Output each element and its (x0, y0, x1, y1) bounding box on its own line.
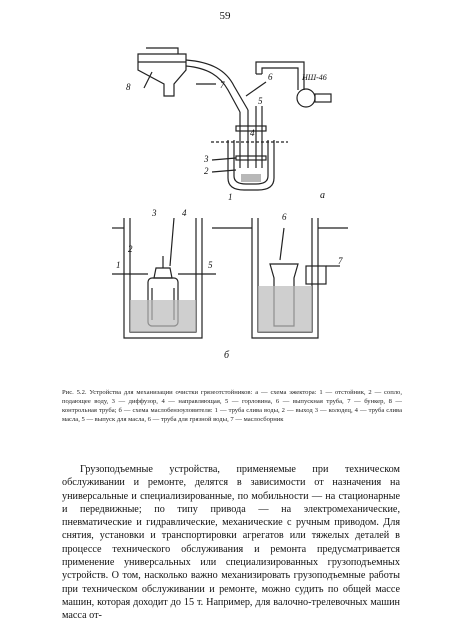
figure-ejector-diagram: 8 7 6 5 4 3 2 1 НШ-46 а (126, 47, 332, 202)
hopper-shape (137, 53, 187, 97)
callout-b-7: 7 (338, 256, 343, 266)
callout-a-7: 7 (220, 80, 225, 90)
figure-caption: Рис. 5.2. Устройства для механизации очи… (62, 388, 402, 424)
callout-a-1: 1 (228, 192, 233, 202)
callout-a-4: 4 (250, 128, 255, 138)
callout-a-5: 5 (258, 96, 263, 106)
callout-a-8: 8 (126, 82, 131, 92)
callout-b-2: 2 (128, 244, 133, 254)
callout-b-6: 6 (282, 212, 287, 222)
callout-a-6: 6 (268, 72, 273, 82)
pump-label: НШ-46 (301, 73, 327, 82)
callout-b-4: 4 (182, 208, 187, 218)
page-number: 59 (219, 10, 231, 22)
oil-collector-shape (305, 265, 327, 285)
caption-text: а — схема эжектора: 1 — отстойник, 2 — с… (62, 389, 402, 423)
callout-b-3: 3 (151, 208, 157, 218)
pump-shape (296, 88, 316, 108)
caption-title: Рис. 5.2. Устройства для механизации очи… (62, 389, 253, 396)
callout-a-2: 2 (204, 166, 209, 176)
panel-b-label: б (224, 350, 230, 361)
callout-b-5: 5 (208, 260, 213, 270)
callout-a-3: 3 (203, 154, 209, 164)
panel-a-label: а (320, 190, 325, 201)
figure-separator-diagram: 3 4 2 1 5 6 7 б (112, 208, 348, 361)
body-paragraph: Грузоподъемные устройства, применяемые п… (62, 464, 400, 622)
callout-b-1: 1 (116, 260, 121, 270)
